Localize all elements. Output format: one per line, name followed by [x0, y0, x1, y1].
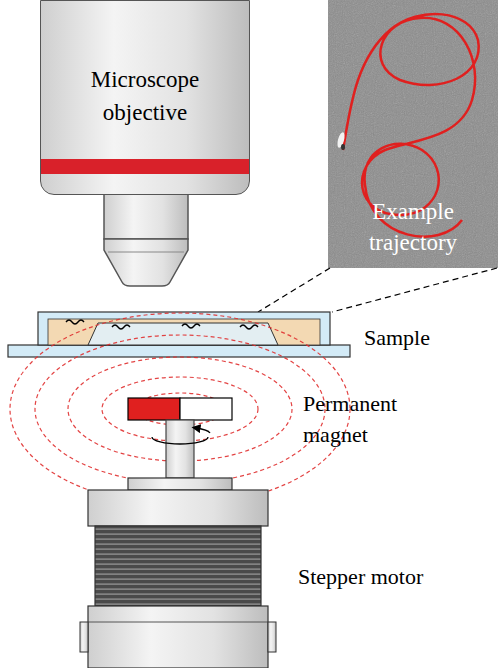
zoom-leader [332, 268, 497, 312]
magnet-north [128, 398, 180, 420]
field-lines [10, 313, 350, 505]
part-label: Permanent magnet [303, 388, 453, 450]
motor-top [88, 490, 268, 526]
motor-tab [268, 622, 276, 652]
magnet-south [180, 398, 232, 420]
dish-wall [38, 312, 330, 345]
objective-neck [104, 193, 188, 239]
node-label: Example trajectory [343, 196, 483, 258]
inset-image: Example trajectory [328, 0, 498, 268]
part-label: Sample [364, 322, 494, 353]
motor-seam [88, 622, 268, 623]
organism-symbol [182, 324, 200, 328]
objective-tip [104, 239, 188, 286]
organism-symbol [66, 320, 84, 324]
liquid-medium [48, 319, 320, 345]
node-label: Microscope objective [70, 63, 220, 129]
inset-background [328, 0, 498, 268]
motor-tab [80, 622, 88, 652]
objective-ring [108, 252, 184, 253]
organism-symbol [240, 325, 258, 329]
motor-flange [128, 478, 232, 490]
glass-slide [8, 345, 350, 357]
rotation-arrowhead [196, 428, 210, 433]
organism-head [341, 144, 345, 150]
motor-bottom [88, 606, 268, 668]
zoom-leader [258, 268, 330, 312]
motor-ridges [95, 526, 261, 606]
objective-body: Microscope objective [40, 0, 250, 195]
field-line [10, 313, 350, 505]
inset-noise [328, 0, 498, 268]
rotation-arrow [152, 437, 208, 444]
cover-glass [88, 323, 278, 345]
motor-shaft [166, 420, 194, 478]
organism-symbol [112, 325, 130, 329]
field-line [35, 335, 325, 483]
part-label: Stepper motor [298, 561, 498, 592]
